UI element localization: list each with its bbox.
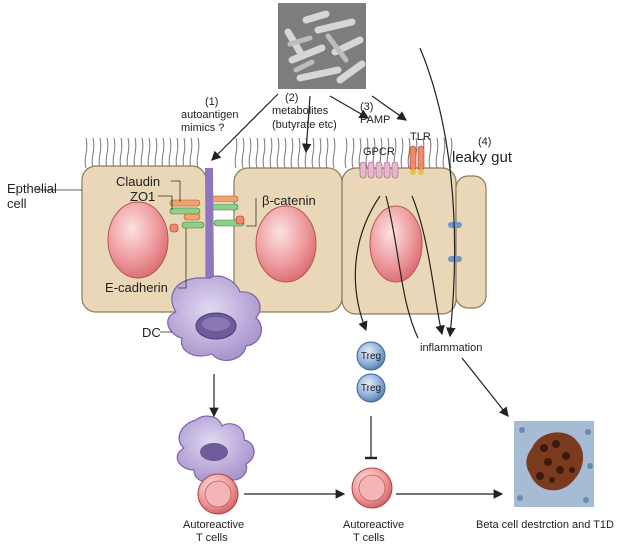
microvillus [442,137,446,169]
bacteria-micrograph [278,3,366,89]
microvillus [126,137,130,169]
microvillus [147,137,151,169]
microvillus [241,137,245,169]
step-2-line-2: (butyrate etc) [272,119,337,131]
microvillus [112,137,116,169]
microvillus [332,137,336,169]
microvillus [407,137,411,169]
microvillus [269,137,273,169]
zo1-label: ZO1 [130,189,155,204]
microvillus [435,137,439,169]
microvillus [400,137,404,169]
microvillus [297,137,301,169]
microvillus [449,137,453,169]
epithelial-label-line-1: Epthelial [7,181,57,196]
step-4-label: (4) leaky gut [452,136,513,166]
step-1-line-2: mimics ? [181,122,224,134]
tight-junction-proteins [169,195,245,233]
activated-dc [176,415,255,483]
microvillus [119,137,123,169]
microvillus [84,137,88,169]
microvillus [105,137,109,169]
step-1-line-1: autoantigen [181,109,239,121]
step-1-number: (1) [205,96,218,108]
dendritic-cell [167,168,263,362]
tlr-label: TLR [410,131,431,143]
autoreactive-mid-line-2: T cells [353,532,385,544]
step-4-number: (4) [478,136,491,148]
microvillus [276,137,280,169]
microvillus [140,137,144,169]
step-3-number: (3) [360,101,373,113]
epithelial-label-line-2: cell [7,196,27,211]
step-3-label: (3) PAMP [360,101,390,126]
step-2-line-1: metabolites [272,105,329,117]
step-3-line-1: PAMP [360,114,390,126]
autoreactive-left-line-2: T cells [196,532,228,544]
microvillus [234,137,238,169]
microvillus [133,137,137,169]
microvillus [154,137,158,169]
tlr-receptor [409,145,425,175]
microvillus [189,137,193,169]
microvillus [255,137,259,169]
microvillus [318,137,322,169]
ecadherin-label: E-cadherin [105,280,168,295]
islet-histology-image [514,421,594,507]
gpcr-label: GPCR [363,146,395,158]
microvillus [161,137,165,169]
treg-cell-1 [356,341,386,371]
microvillus [428,137,432,169]
microvillus [283,137,287,169]
microvillus [91,137,95,169]
epithelial-cell-edge [448,175,487,309]
treg-label-1: Treg [361,351,381,362]
microvillus [182,137,186,169]
step-4-line-1: leaky gut [452,149,513,166]
microvillus [358,137,362,169]
microvillus [311,137,315,169]
microvillus [98,137,102,169]
microvillus [175,137,179,169]
epithelial-cell-center [233,167,343,313]
microvillus [365,137,369,169]
microvillus [262,137,266,169]
inflammation-label: inflammation [420,342,482,354]
beta-catenin-label: β-catenin [262,193,316,208]
treg-cell-2 [356,373,386,403]
autoreactive-mid-line-1: Autoreactive [343,519,404,531]
arrows [209,47,509,499]
autoreactive-t-cell-mid [351,467,393,509]
autoreactive-left-line-1: Autoreactive [183,519,244,531]
dc-label: DC [142,325,161,340]
microvillus [344,137,348,169]
gpcr-receptor [359,161,399,179]
microvillus [168,137,172,169]
autoreactive-t-cell-left [197,473,239,515]
microvillus [248,137,252,169]
treg-label-2: Treg [361,383,381,394]
outcome-label: Beta cell destrction and T1D [476,519,614,531]
microvillus [290,137,294,169]
step-2-label: (2) metabolites (butyrate etc) [272,92,337,131]
microvillus [351,137,355,169]
label-leader-lines [37,180,257,333]
microvillus [325,137,329,169]
step-1-label: (1) autoantigen mimics ? [181,96,239,134]
claudin-label: Claudin [116,174,160,189]
step-2-number: (2) [285,92,298,104]
microvillus [196,137,200,169]
